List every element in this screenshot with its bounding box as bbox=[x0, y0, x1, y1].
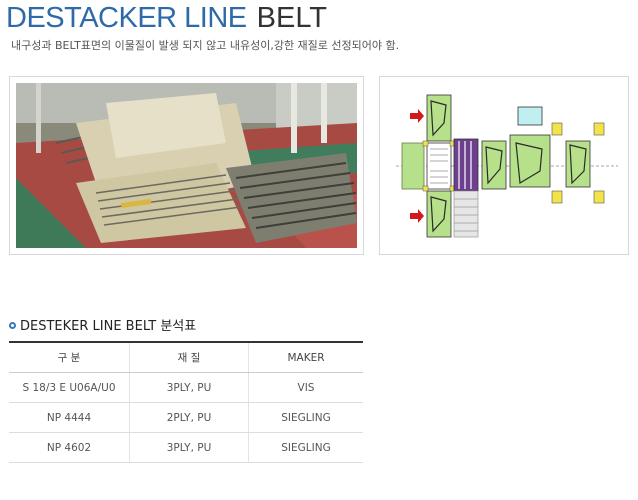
destacker-machine-photo bbox=[16, 83, 357, 248]
cell-maker: SIEGLING bbox=[248, 432, 363, 463]
machine-photo-frame bbox=[9, 76, 364, 255]
table-row: S 18/3 E U06A/U0 3PLY, PU VIS bbox=[9, 372, 363, 403]
table-row: NP 4602 3PLY, PU SIEGLING bbox=[9, 432, 363, 463]
cell-material: 2PLY, PU bbox=[129, 402, 249, 433]
col-header-material: 재 질 bbox=[129, 341, 249, 373]
page-title-main: DESTACKER LINE bbox=[6, 2, 247, 34]
line-layout-diagram-frame bbox=[379, 76, 629, 255]
cell-category: NP 4444 bbox=[9, 402, 130, 433]
section-title-text: DESTEKER LINE BELT 분석표 bbox=[20, 319, 197, 334]
cell-material: 3PLY, PU bbox=[129, 372, 249, 403]
page-title-sub: BELT bbox=[256, 2, 328, 34]
page-title: DESTACKER LINE BELT bbox=[6, 2, 327, 38]
cell-category: NP 4602 bbox=[9, 432, 130, 463]
table-row: NP 4444 2PLY, PU SIEGLING bbox=[9, 402, 363, 433]
section-title: DESTEKER LINE BELT 분석표 bbox=[9, 315, 196, 334]
cell-material: 3PLY, PU bbox=[129, 432, 249, 463]
cell-category: S 18/3 E U06A/U0 bbox=[9, 372, 130, 403]
cell-maker: SIEGLING bbox=[248, 402, 363, 433]
cell-maker: VIS bbox=[248, 372, 363, 403]
circle-bullet-icon bbox=[9, 322, 16, 329]
col-header-maker: MAKER bbox=[248, 341, 363, 373]
page-subtitle: 내구성과 BELT표면의 이물질이 발생 되지 않고 내유성이,강한 재질로 선… bbox=[11, 39, 400, 52]
col-header-category: 구 분 bbox=[9, 341, 130, 373]
table-header-row: 구 분 재 질 MAKER bbox=[9, 341, 363, 373]
line-layout-diagram bbox=[386, 83, 622, 248]
belt-spec-table: 구 분 재 질 MAKER S 18/3 E U06A/U0 3PLY, PU … bbox=[9, 341, 363, 463]
